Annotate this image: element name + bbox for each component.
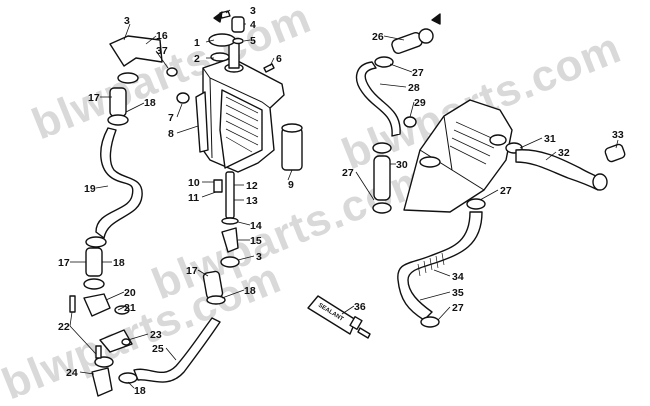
leader-lines [69,9,619,389]
watermark-text: blwparts.com [0,253,288,406]
callout-22: 22 [58,321,70,333]
callout-21: 21 [124,302,136,314]
callout-14: 14 [250,220,262,232]
callout-numbers: 3 16 37 17 18 19 17 18 20 21 22 23 25 24… [58,5,624,397]
callout-11: 11 [188,192,199,204]
callout-7: 7 [168,112,174,124]
callout-29: 29 [414,97,426,109]
callout-2: 2 [194,53,200,65]
callout-27: 27 [452,302,464,314]
callout-1: 1 [194,37,200,49]
arrow-marker [213,11,223,23]
callout-20: 20 [124,287,136,299]
callout-3: 3 [124,15,130,27]
oil-tank [195,39,285,173]
grommet [176,92,190,104]
hose-34 [397,198,486,328]
callout-24: 24 [66,367,78,379]
callout-4: 4 [250,19,256,31]
callout-3: 3 [250,5,256,17]
callout-19: 19 [84,183,96,195]
callout-17: 17 [186,265,198,277]
grommet-29 [403,116,417,128]
callout-12: 12 [246,180,258,192]
hose-26 [374,28,434,68]
callout-17: 17 [58,257,70,269]
callout-36: 36 [354,301,366,313]
callout-15: 15 [250,235,262,247]
callout-16: 16 [156,30,168,42]
callout-8: 8 [168,128,174,140]
hose-28 [355,61,401,137]
callout-27: 27 [500,185,512,197]
callout-6: 6 [276,53,282,65]
sealant-tube: SEALANT [307,295,371,339]
arrow-marker [431,13,441,25]
callout-28: 28 [408,82,420,94]
oil-filter [281,123,303,171]
watermark-layer: blwparts.com blwparts.com blwparts.com b… [0,0,628,406]
callout-27: 27 [412,67,424,79]
left-hose-assembly [69,35,221,397]
callout-23: 23 [150,329,162,341]
callout-37: 37 [156,45,168,57]
callout-5: 5 [250,35,256,47]
callout-13: 13 [246,195,258,207]
right-reservoir [403,99,513,213]
callout-26: 26 [372,31,384,43]
callout-17: 17 [88,92,100,104]
callout-10: 10 [188,177,200,189]
callout-18: 18 [134,385,146,397]
callout-31: 31 [544,133,556,145]
callout-18: 18 [244,285,256,297]
pickup-tube [213,171,239,225]
elbow-fitting [220,227,240,268]
callout-9: 9 [288,179,294,191]
fill-cap [208,33,236,62]
callout-18: 18 [144,97,156,109]
callout-35: 35 [452,287,464,299]
callout-33: 33 [612,129,624,141]
callout-18: 18 [113,257,125,269]
callout-25: 25 [152,343,164,355]
callout-34: 34 [452,271,464,283]
short-hose-center [202,270,226,305]
callout-32: 32 [558,147,570,159]
hose-30 [372,142,392,214]
callout-30: 30 [396,159,408,171]
callout-27: 27 [342,167,354,179]
hose-32 [505,142,626,191]
bolt [263,63,275,73]
callout-3: 3 [256,251,262,263]
top-fitting [219,10,245,45]
